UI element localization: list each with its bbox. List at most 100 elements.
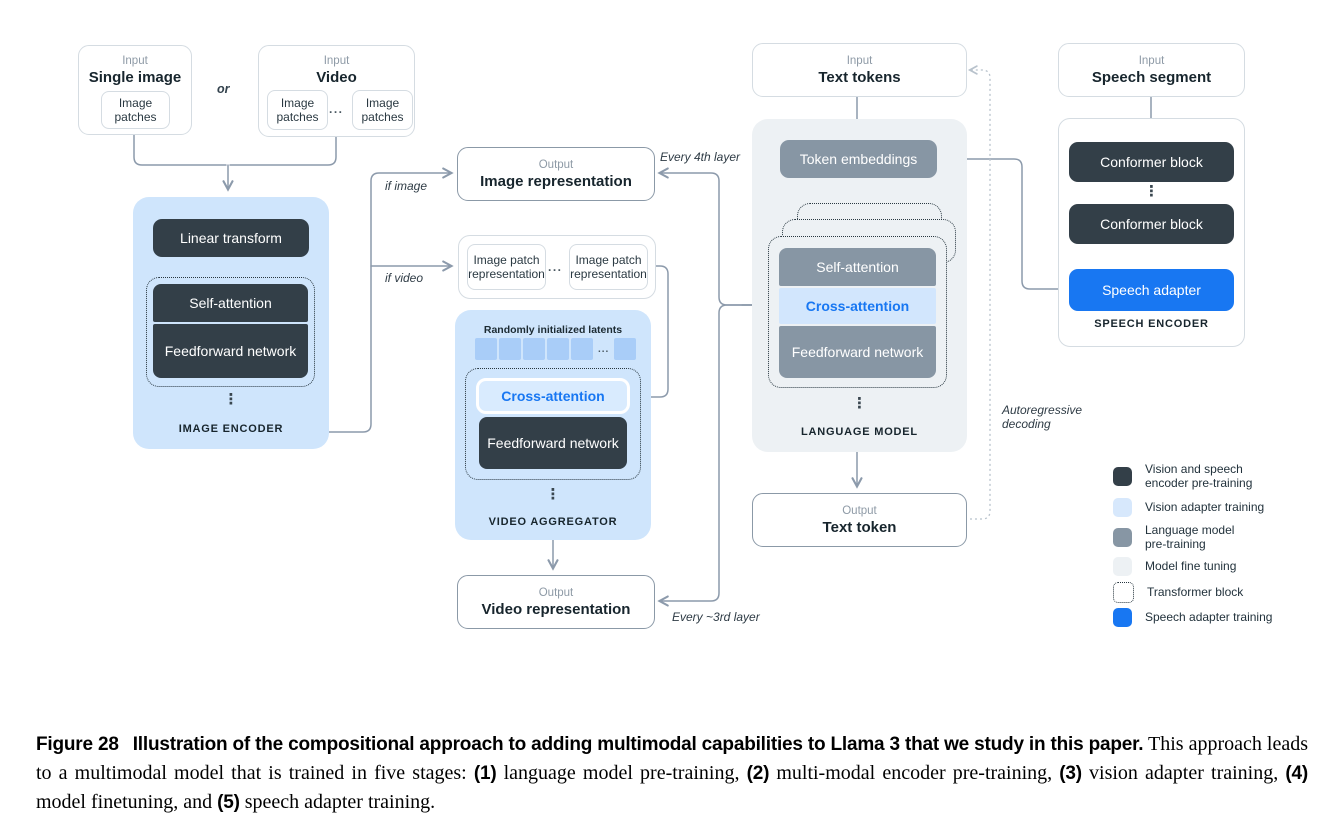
token-embeddings-box: Token embeddings [780,140,937,178]
every-4th-layer-annotation: Every 4th layer [659,150,740,164]
legend-swatch-dark [1113,467,1132,486]
input-video-box: Input Video Image patches ... Image patc… [258,45,415,137]
text-tokens-title: Text tokens [818,68,901,86]
vertical-ellipsis: ⋮ [1144,183,1159,200]
latent-square [547,338,569,360]
legend-swatch-faint [1113,557,1132,576]
legend-item: Model fine tuning [1113,557,1236,576]
self-attention-box: Self-attention [153,284,308,322]
language-model-container: Token embeddings Self-attention Cross-at… [752,119,967,452]
speech-encoder-container: Conformer block ⋮ Conformer block Speech… [1058,118,1245,347]
output-kicker: Output [842,504,877,517]
caption-text: language model pre-training, [496,762,747,784]
legend-label: Language model pre-training [1145,523,1235,551]
feedforward-network-box: Feedforward network [479,417,627,469]
image-encoder-container: Linear transform Self-attention Feedforw… [133,197,329,449]
legend-item: Transformer block [1113,582,1243,603]
caption-bold-title: Illustration of the compositional approa… [132,734,1144,755]
output-kicker: Output [538,158,574,171]
caption-text: speech adapter training. [239,791,436,813]
latent-square [614,338,637,360]
caption-stage-number: (5) [217,792,240,813]
legend-swatch-light-blue [1113,498,1132,517]
output-text-token-box: Output Text token [752,493,967,547]
output-kicker: Output [538,586,574,599]
ellipsis-dots: ... [329,102,344,116]
text-token-title: Text token [822,518,897,536]
legend-swatch-gray [1113,528,1132,547]
latent-square [571,338,593,360]
caption-text: multi-modal encoder pre-training, [769,762,1060,784]
video-title: Video [316,69,357,86]
or-label: or [217,82,230,96]
legend-label: Transformer block [1147,584,1244,599]
video-aggregator-container: Randomly initialized latents ... Cross-a… [455,310,651,540]
legend-label: Vision and speech encoder pre-training [1145,462,1253,490]
image-encoder-label: IMAGE ENCODER [178,423,284,435]
ellipsis-dots: ... [548,260,563,274]
image-patches-box: Image patches [352,90,413,130]
legend-swatch-blue [1113,608,1132,627]
input-kicker: Input [122,55,148,67]
caption-stage-number: (4) [1285,763,1308,784]
input-single-image-box: Input Single image Image patches [78,45,192,135]
feedforward-network-box: Feedforward network [153,324,308,378]
every-3rd-layer-annotation: Every ~3rd layer [672,610,760,624]
legend-item: Speech adapter training [1113,608,1272,627]
ellipsis-dots: ... [598,343,610,355]
input-speech-segment-box: Input Speech segment [1058,43,1245,97]
conformer-block-box: Conformer block [1069,204,1234,244]
speech-encoder-label: SPEECH ENCODER [1094,318,1209,330]
autoregressive-loop-line [965,65,991,520]
video-aggregator-label: VIDEO AGGREGATOR [488,516,618,528]
video-representation-title: Video representation [481,600,631,618]
language-model-label: LANGUAGE MODEL [801,426,918,438]
vertical-ellipsis: ⋮ [545,486,561,503]
latent-squares-row: ... [475,338,637,360]
input-text-tokens-box: Input Text tokens [752,43,967,97]
cross-attention-box: Cross-attention [779,288,936,324]
annotation-line: Autoregressive [1002,403,1083,417]
speech-adapter-box: Speech adapter [1069,269,1234,311]
latent-square [499,338,521,360]
legend-label: Vision adapter training [1145,499,1265,514]
legend-label: Model fine tuning [1145,558,1237,573]
input-kicker: Input [323,55,350,67]
image-patch-representations-container: Image patch representation ... Image pat… [458,235,656,299]
if-image-annotation: if image [385,179,428,193]
caption-stage-number: (2) [746,763,770,784]
caption-stage-number: (3) [1059,763,1082,784]
legend-item: Vision and speech encoder pre-training [1113,462,1253,490]
conformer-block-box: Conformer block [1069,142,1234,182]
latent-square [475,338,497,360]
caption-stage-number: (1) [473,763,497,784]
annotation-line: decoding [1002,417,1051,431]
output-image-representation-box: Output Image representation [457,147,655,201]
image-patches-box: Image patches [267,90,328,130]
autoregressive-decoding-annotation: Autoregressive decoding [1002,403,1082,431]
caption-text: vision adapter training, [1081,762,1286,784]
legend-swatch-dotted [1113,582,1134,603]
vertical-ellipsis: ⋮ [223,391,239,408]
vertical-ellipsis: ⋮ [852,395,867,412]
legend-item: Vision adapter training [1113,498,1264,517]
input-kicker: Input [846,54,873,67]
image-patch-representation-box: Image patch representation [569,244,648,290]
output-video-representation-box: Output Video representation [457,575,655,629]
if-video-annotation: if video [385,271,424,285]
legend-item: Language model pre-training [1113,523,1235,551]
caption-text: This approach leads to a multimodal mode… [36,733,1308,784]
transformer-block-outline: Cross-attention Feedforward network [465,368,641,480]
latent-square [523,338,545,360]
input-kicker: Input [1138,54,1165,67]
single-image-title: Single image [88,69,182,86]
feedforward-network-box: Feedforward network [779,326,936,378]
image-patches-box: Image patches [101,91,170,129]
latents-label: Randomly initialized latents [483,324,623,336]
caption-text: model finetuning, and [36,791,218,813]
legend-label: Speech adapter training [1145,609,1273,624]
cross-attention-box: Cross-attention [476,378,630,414]
linear-transform-box: Linear transform [153,219,309,257]
